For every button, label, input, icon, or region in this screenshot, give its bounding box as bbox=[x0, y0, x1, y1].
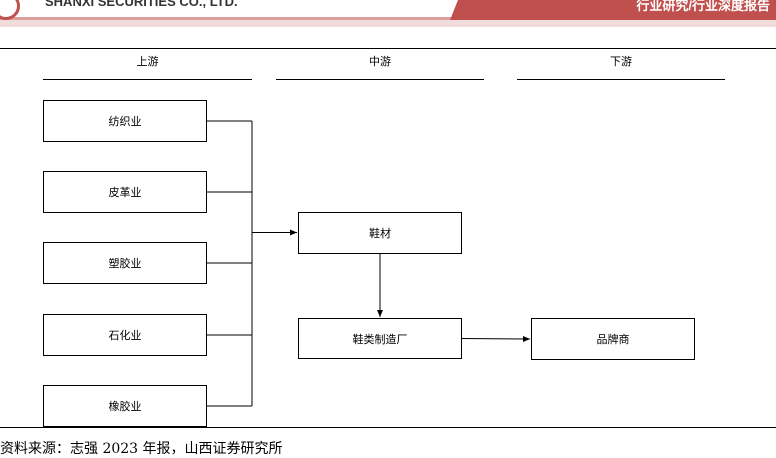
node-rubber: 橡胶业 bbox=[43, 385, 207, 427]
node-shoe-material: 鞋材 bbox=[298, 212, 462, 254]
column-upstream: 上游 bbox=[136, 55, 159, 68]
upstream-connectors bbox=[206, 120, 253, 407]
node-shoe-factory: 鞋类制造厂 bbox=[298, 318, 462, 359]
column-downstream: 下游 bbox=[610, 55, 632, 68]
source-note: 资料来源：志强 2023 年报，山西证券研究所 bbox=[0, 441, 283, 457]
column-midstream: 中游 bbox=[369, 55, 391, 68]
arrow-to-brand bbox=[460, 335, 531, 342]
header-strip bbox=[0, 20, 776, 27]
header-rule bbox=[0, 17, 452, 20]
node-leather: 皮革业 bbox=[43, 171, 207, 213]
node-textile: 纺织业 bbox=[43, 100, 207, 142]
company-name: SHANXI SECURITIES CO., LTD. bbox=[45, 0, 238, 9]
node-petrochemical: 石化业 bbox=[43, 314, 207, 356]
node-plastic: 塑胶业 bbox=[43, 242, 207, 284]
node-brand: 品牌商 bbox=[531, 318, 695, 360]
header-title: 行业研究/行业深度报告 bbox=[636, 0, 770, 13]
header-band bbox=[450, 0, 776, 20]
